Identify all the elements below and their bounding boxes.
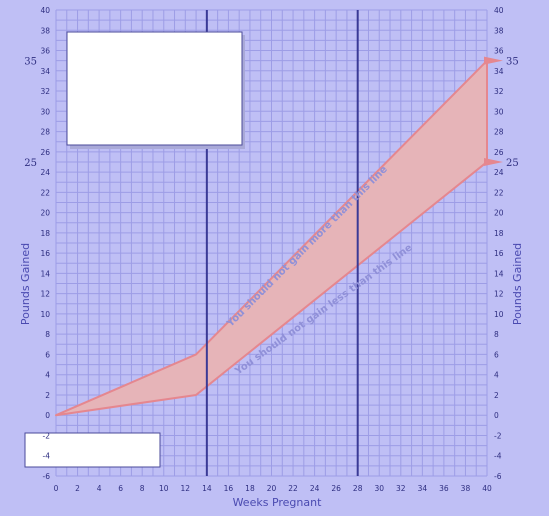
y-tick-label-left: -6 (43, 472, 51, 481)
y-tick-label-left: -4 (43, 452, 51, 461)
y-tick-label-left: -2 (43, 431, 51, 440)
y-tick-label-left: 18 (40, 229, 50, 238)
y-tick-label-left: 22 (40, 188, 50, 197)
x-tick-label: 18 (245, 484, 255, 493)
x-tick-label: 8 (140, 484, 145, 493)
highlight-labels: 25 25 35 35 (24, 57, 518, 169)
y-tick-label-right: 36 (494, 47, 504, 56)
y-tick-label-left: 14 (40, 269, 50, 278)
y-tick-label-right: 38 (494, 26, 504, 35)
y-tick-label-right: 0 (494, 411, 499, 420)
y-ticks-left: -6-4-20246810121416182022242628303234363… (40, 6, 50, 481)
y-tick-label-right: 30 (494, 107, 504, 116)
x-tick-label: 38 (461, 484, 471, 493)
y-tick-label-right: -2 (494, 431, 502, 440)
y-tick-label-right: 6 (494, 350, 499, 359)
y-tick-label-left: 30 (40, 107, 50, 116)
end-arrow-icon (484, 157, 503, 166)
y-tick-label-left: 26 (40, 148, 50, 157)
y-tick-label-right: 16 (494, 249, 504, 258)
y-tick-label-right: 32 (494, 87, 504, 96)
y-tick-label-left: 12 (40, 290, 50, 299)
y-tick-label-left: 32 (40, 87, 50, 96)
x-tick-label: 24 (310, 484, 320, 493)
highlight-label-right: 25 (506, 158, 519, 169)
x-tick-label: 4 (97, 484, 102, 493)
y-tick-label-right: 2 (494, 391, 499, 400)
y-tick-label-right: 8 (494, 330, 499, 339)
y-tick-label-right: 34 (494, 67, 504, 76)
x-tick-label: 2 (75, 484, 80, 493)
x-tick-label: 10 (159, 484, 169, 493)
y-tick-label-left: 0 (45, 411, 50, 420)
y-tick-label-right: 20 (494, 209, 504, 218)
y-tick-label-left: 8 (45, 330, 50, 339)
top-info-box (66, 31, 243, 146)
end-arrow-icon (484, 56, 503, 65)
x-tick-label: 14 (202, 484, 212, 493)
end-arrows (484, 56, 503, 166)
y-axis-title-left: Pounds Gained (19, 243, 32, 325)
y-tick-label-left: 2 (45, 391, 50, 400)
x-tick-label: 12 (181, 484, 191, 493)
y-tick-label-right: 12 (494, 290, 504, 299)
y-tick-label-right: 10 (494, 310, 504, 319)
y-tick-label-right: 26 (494, 148, 504, 157)
y-tick-label-right: 14 (494, 269, 504, 278)
x-tick-label: 20 (267, 484, 277, 493)
y-tick-label-right: 28 (494, 128, 504, 137)
y-tick-label-left: 10 (40, 310, 50, 319)
y-tick-label-right: -6 (494, 472, 502, 481)
bottom-info-box (24, 432, 161, 468)
x-tick-label: 36 (439, 484, 449, 493)
highlight-label-left: 35 (24, 57, 37, 68)
y-tick-label-left: 28 (40, 128, 50, 137)
x-tick-label: 34 (418, 484, 428, 493)
y-tick-label-left: 6 (45, 350, 50, 359)
x-tick-label: 26 (331, 484, 341, 493)
weight-gain-band (55, 59, 488, 417)
y-tick-label-right: 18 (494, 229, 504, 238)
x-tick-label: 22 (288, 484, 298, 493)
y-tick-label-left: 34 (40, 67, 50, 76)
x-tick-label: 16 (224, 484, 234, 493)
x-tick-label: 28 (353, 484, 363, 493)
y-tick-label-right: 4 (494, 371, 499, 380)
highlight-label-left: 25 (24, 158, 37, 169)
y-tick-label-right: 40 (494, 6, 504, 15)
y-tick-label-left: 4 (45, 371, 50, 380)
y-tick-label-right: -4 (494, 452, 502, 461)
x-tick-label: 40 (482, 484, 492, 493)
y-tick-label-left: 38 (40, 26, 50, 35)
y-tick-label-left: 24 (40, 168, 50, 177)
x-tick-label: 30 (374, 484, 384, 493)
y-tick-label-right: 22 (494, 188, 504, 197)
x-tick-label: 32 (396, 484, 406, 493)
highlight-label-right: 35 (506, 57, 519, 68)
y-tick-label-left: 40 (40, 6, 50, 15)
y-tick-label-left: 16 (40, 249, 50, 258)
x-axis-title: Weeks Pregnant (233, 496, 323, 509)
y-tick-label-left: 36 (40, 47, 50, 56)
x-tick-label: 6 (118, 484, 123, 493)
y-tick-label-left: 20 (40, 209, 50, 218)
x-tick-label: 0 (54, 484, 59, 493)
y-axis-title-right: Pounds Gained (511, 243, 524, 325)
y-ticks-right: -6-4-20246810121416182022242628303234363… (494, 6, 504, 481)
y-tick-label-right: 24 (494, 168, 504, 177)
